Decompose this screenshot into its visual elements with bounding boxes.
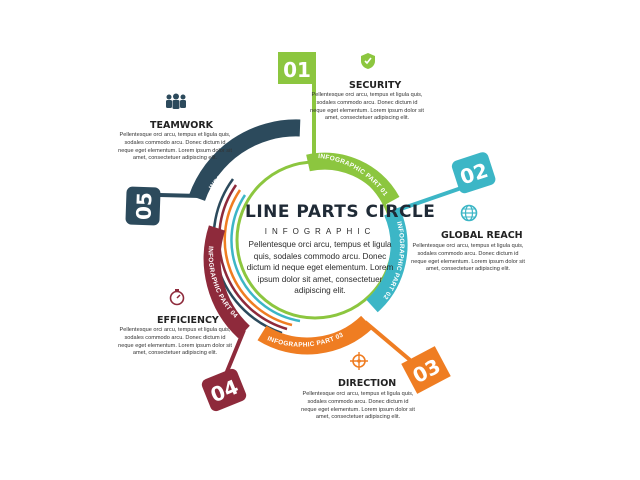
part-03-arc [257, 315, 373, 355]
part-05-connector [159, 193, 201, 198]
ring-arc-1 [230, 194, 301, 323]
efficiency-body: Pellentesque orci arcu, tempus et ligula… [118, 327, 232, 357]
global-reach-body: Pellentesque orci arcu, tempus et ligula… [411, 243, 525, 273]
part-05-arc [188, 119, 301, 202]
part-02-arc [366, 208, 408, 313]
part-02: 02 INFOGRAPHIC PART 02 [366, 152, 496, 313]
direction-body: Pellentesque orci arcu, tempus et ligula… [301, 391, 415, 421]
shield-icon [361, 53, 375, 69]
ring-arc-3 [217, 184, 288, 331]
teamwork-body: Pellentesque orci arcu, tempus et ligula… [118, 132, 232, 162]
part-02-connector [391, 183, 471, 214]
stopwatch-icon [169, 289, 185, 306]
part-03-number-box [401, 346, 451, 394]
part-03-connector [363, 320, 412, 362]
teamwork-title: TEAMWORK [150, 120, 214, 131]
compass-icon [350, 352, 368, 370]
part-04-number-box [201, 368, 247, 412]
part-05-number-box [125, 186, 161, 226]
part-05-number: 05 [132, 192, 157, 221]
part-04-arc [203, 225, 250, 339]
direction-title: DIRECTION [338, 378, 397, 389]
part-04-connector [224, 329, 246, 375]
globe-icon [460, 204, 478, 222]
efficiency-title: EFFICIENCY [157, 315, 219, 326]
part-01-number-box [278, 52, 316, 84]
center-subtitle: INFOGRAPHIC [264, 227, 376, 236]
part-03: 03 INFOGRAPHIC PART 03 [257, 315, 451, 394]
part-01-number: 01 [283, 58, 311, 82]
security-title: SECURITY [349, 80, 402, 91]
part-01-arc [306, 152, 400, 206]
global-reach-title: GLOBAL REACH [441, 230, 523, 241]
part-02-number-box [451, 152, 496, 194]
center-body: Pellentesque orci arcu, tempus et ligula… [246, 240, 394, 295]
center-title: LINE PARTS CIRCLE [245, 202, 436, 222]
ring-arc-2 [223, 189, 293, 327]
security-body: Pellentesque orci arcu, tempus et ligula… [310, 92, 424, 122]
team-icon [166, 93, 186, 109]
